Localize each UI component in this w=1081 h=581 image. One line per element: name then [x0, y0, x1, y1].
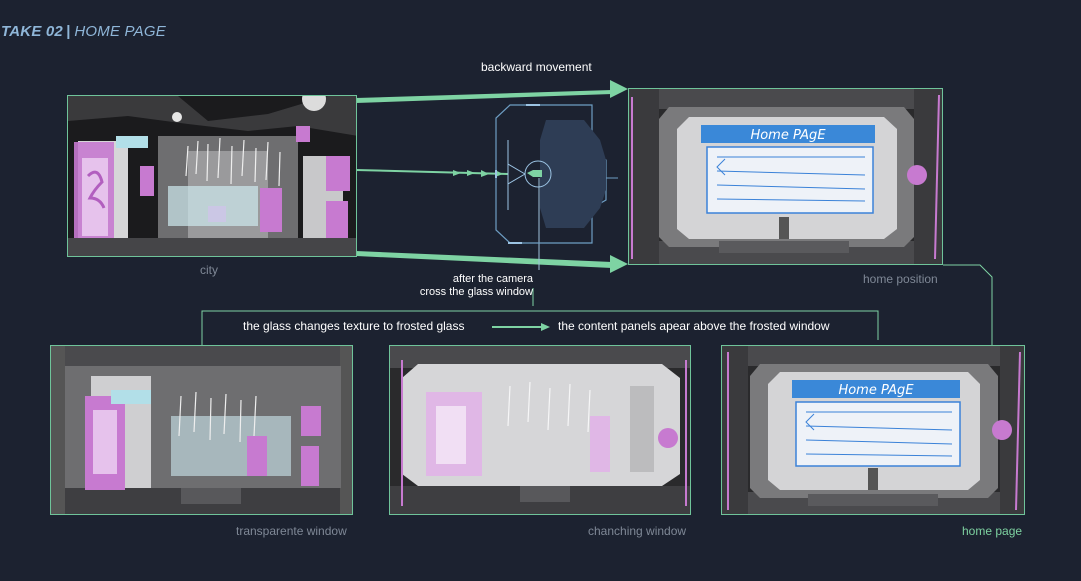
sketch-title: Home PAgE: [750, 128, 826, 143]
label-glass-changes: the glass changes texture to frosted gla…: [243, 319, 465, 333]
take-label: TAKE 02: [1, 23, 63, 40]
label-after-camera-line2: cross the glass window: [419, 286, 533, 298]
label-home-page: home page: [962, 524, 1023, 538]
label-home-position: home position: [863, 272, 938, 286]
label-chanching-window: chanching window: [588, 524, 687, 538]
label-after-camera: after the camera cross the glass window: [412, 273, 533, 299]
label-content-panels: the content panels apear above the frost…: [558, 319, 830, 333]
panel-chanching-window: [389, 345, 691, 515]
sketch-title-2: Home PAgE: [838, 383, 914, 398]
title-page: HOME PAGE: [74, 23, 166, 40]
camera-diagram: [495, 104, 618, 244]
label-after-camera-line1: after the camera: [452, 273, 533, 285]
label-city: city: [200, 263, 218, 277]
panel-home-page: Home PAgE: [721, 345, 1025, 515]
arrowhead-bottom: [610, 255, 628, 273]
panel-transparente-window: [50, 345, 353, 515]
page-title: TAKE 02|HOME PAGE: [1, 23, 166, 40]
mid-arrowhead: [541, 323, 550, 331]
wedge-arrow-bottom: [356, 251, 612, 268]
title-separator: |: [65, 23, 71, 40]
camera-icon: [533, 170, 542, 177]
arrowhead-top: [610, 80, 628, 98]
panel-home-position: Home PAgE: [628, 88, 943, 265]
camera-arrow-line: [355, 169, 509, 175]
home-connector: [943, 264, 993, 346]
label-transparente-window: transparente window: [236, 524, 347, 538]
panel-city: [67, 95, 357, 257]
label-backward-movement: backward movement: [481, 60, 592, 74]
camera-body: [540, 120, 606, 228]
